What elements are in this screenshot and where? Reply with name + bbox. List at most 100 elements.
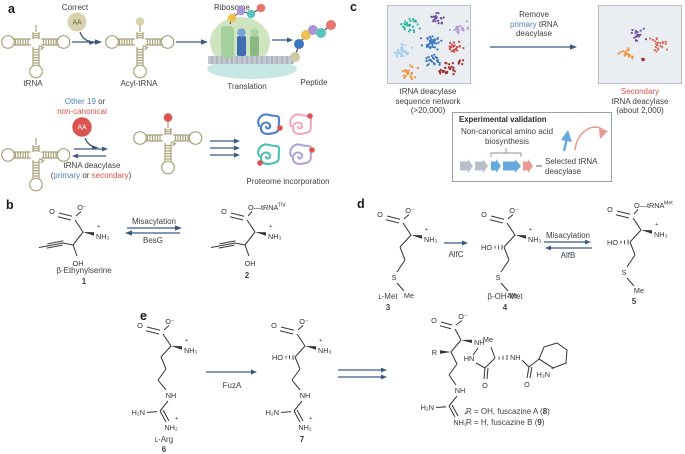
secondary-network-plot	[598, 5, 682, 84]
svg-text:S: S	[392, 273, 397, 282]
svg-text:AA: AA	[72, 20, 82, 27]
gene-arrow-gray-1	[460, 159, 473, 173]
protein-blobs	[257, 113, 315, 166]
primary-text: primary	[53, 171, 81, 180]
biosynthesis-label: Non-canonical amino acid biosynthesis	[460, 127, 554, 146]
svg-text:+: +	[551, 366, 555, 372]
compound4-number: 4	[502, 303, 508, 312]
svg-text:R: R	[432, 348, 437, 357]
compound1-name: β-Ethynylserine	[56, 266, 112, 275]
other19-text: Other 19	[64, 97, 96, 106]
or-text: or	[95, 97, 106, 106]
svg-text:HO: HO	[272, 353, 283, 362]
svg-text:HO: HO	[607, 238, 618, 247]
svg-text:O—tRNA: O—tRNA	[634, 201, 665, 210]
svg-text:Me: Me	[508, 291, 518, 300]
secondary-text: secondary	[91, 171, 129, 180]
svg-text:O⁻: O⁻	[299, 317, 309, 326]
svg-text:O: O	[271, 321, 277, 330]
sequence-network-plot	[387, 5, 471, 84]
validation-title: Experimental validation	[459, 115, 547, 124]
ribosome-icon	[207, 3, 297, 79]
compound4-name: β-OH-Met	[487, 292, 523, 301]
compound6-number: 6	[161, 445, 167, 454]
svg-text:NH₃: NH₃	[96, 232, 110, 241]
noncanonical-label: non-canonical	[57, 107, 107, 116]
reaction-scheme-icon	[561, 126, 608, 152]
peptide-chain-icon	[290, 20, 336, 62]
compound3-name: ʟ-Met	[378, 292, 398, 301]
svg-text:O: O	[137, 321, 143, 330]
svg-text:HO: HO	[481, 243, 492, 252]
svg-text:NH₃: NH₃	[424, 235, 438, 244]
biosynthesis-bracket	[490, 148, 522, 157]
gene-arrow-gray-2	[475, 159, 488, 173]
panel-label-e: e	[140, 309, 147, 323]
panel-label-d: d	[357, 197, 365, 211]
alfb-label: AlfB	[560, 251, 576, 260]
deacylase-equilibrium-arrows	[72, 146, 108, 159]
svg-text:NH: NH	[166, 391, 177, 400]
svg-text:O⁻: O⁻	[458, 312, 468, 321]
alfc-label: AlfC	[448, 250, 464, 259]
fuza-arrow	[206, 369, 257, 375]
svg-text:+: +	[529, 227, 533, 233]
structure-2-acyl-trna-thr: O—tRNA Thr O NH₃ + OH	[210, 203, 286, 268]
trna-label: tRNA	[23, 79, 43, 88]
svg-text:NH: NH	[474, 338, 485, 347]
fuscazine-b-label: R = H, fuscazine B (9)	[466, 418, 545, 427]
structure-4-b-oh-met: O⁻ O NH₃ + HO S Me	[481, 206, 541, 300]
gene-arrow-pink	[523, 159, 533, 173]
ribosome-label: Ribosome	[213, 3, 251, 12]
svg-text:O⁻: O⁻	[509, 206, 519, 215]
svg-text:O: O	[481, 210, 487, 219]
compound6-name: ʟ-Arg	[154, 435, 174, 444]
selected-deacylase-label: Selected tRNA deacylase	[545, 157, 598, 176]
acyl-trna-icon	[105, 17, 175, 79]
svg-text:O⁻: O⁻	[405, 206, 415, 215]
svg-text:HN: HN	[464, 354, 475, 363]
svg-text:NH₂: NH₂	[298, 423, 312, 432]
fuza-label: FuzA	[222, 381, 242, 390]
svg-text:+: +	[319, 338, 323, 344]
svg-text:O: O	[377, 210, 383, 219]
svg-text:H₂N: H₂N	[266, 408, 279, 417]
svg-text:+: +	[425, 227, 429, 233]
compound7-number: 7	[299, 435, 305, 444]
misacylated-trna-icon	[133, 113, 203, 175]
other19-label: Other 19 or	[65, 97, 105, 107]
alfc-arrow	[444, 240, 468, 246]
misacylation-label-d: Misacylation	[545, 231, 591, 240]
svg-text:O: O	[49, 207, 55, 216]
svg-text:+: +	[185, 338, 189, 344]
remove-arrow	[490, 44, 577, 50]
svg-text:NH₃: NH₃	[318, 346, 332, 355]
svg-text:Me: Me	[404, 291, 414, 300]
misacylation-label-b: Misacylation	[131, 217, 177, 226]
svg-text:OH: OH	[245, 259, 256, 268]
compound5-number: 5	[631, 297, 637, 306]
svg-text:O: O	[607, 205, 613, 214]
arrow-ribosome-to-peptide	[272, 37, 293, 43]
acyl-trna-label: Acyl-tRNA	[120, 79, 158, 88]
misacylation-equilibrium-b	[125, 225, 182, 236]
svg-text:NH₂: NH₂	[453, 418, 467, 427]
primary-secondary-label: (primary or secondary)	[50, 171, 132, 180]
svg-text:AA: AA	[77, 125, 87, 132]
svg-text:Me: Me	[483, 335, 493, 344]
translation-label: Translation	[227, 82, 267, 91]
svg-text:H₂N: H₂N	[421, 403, 434, 412]
panel-label-c: c	[350, 0, 357, 14]
panel-label-b: b	[6, 198, 14, 212]
svg-text:NH: NH	[455, 386, 466, 395]
double-arrow	[338, 367, 387, 380]
svg-text:Met: Met	[664, 201, 673, 207]
structure-fuscazine: O⁻ O NH HN O Me NH O H₂N + R NH H₂N	[421, 312, 568, 427]
arrow-trna-to-acyl	[72, 39, 102, 45]
svg-text:H₂N: H₂N	[132, 408, 145, 417]
panel-label-a: a	[8, 2, 15, 16]
trna-icon	[1, 24, 71, 79]
svg-text:O⁻: O⁻	[165, 317, 175, 326]
svg-text:Me: Me	[634, 286, 644, 295]
